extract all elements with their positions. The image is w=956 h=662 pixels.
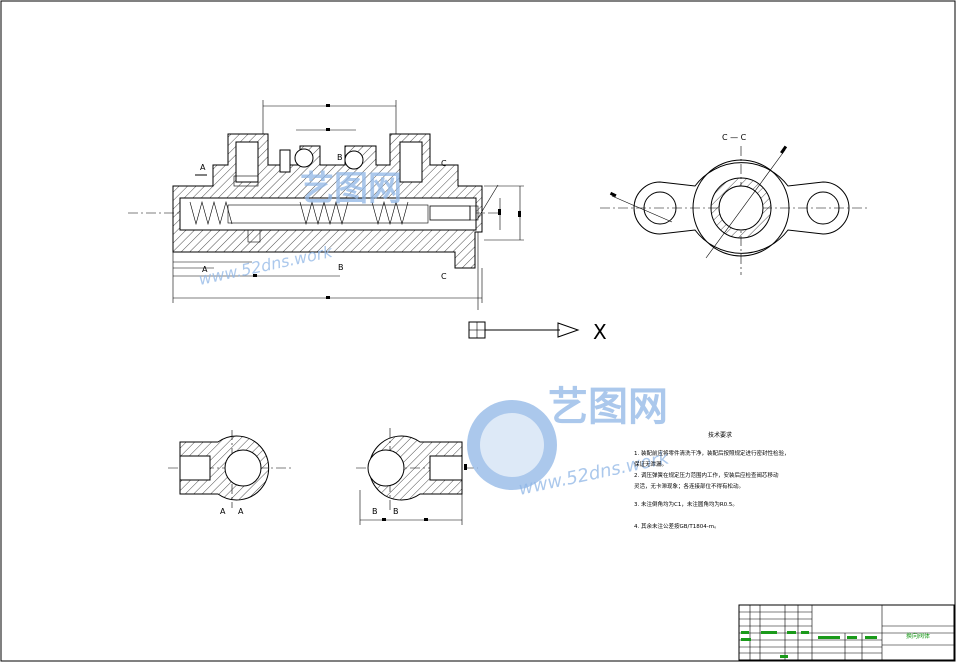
section-AA-label-2: A xyxy=(238,507,244,516)
drawing-name: 换向阀体 xyxy=(906,632,930,640)
section-A-label-bottom: A xyxy=(202,265,208,274)
watermark-brand-top: 艺图网 xyxy=(300,169,402,209)
watermark-brand: 艺图网 xyxy=(548,384,668,430)
tech-notes-title: 技术要求 xyxy=(708,431,732,439)
technical-notes: 技术要求 1. 装配前应将零件清洗干净，装配后按照规定进行密封性检验， 保证无泄… xyxy=(634,431,790,530)
tech-note-line-1: 1. 装配前应将零件清洗干净，装配后按照规定进行密封性检验， xyxy=(634,449,790,457)
section-BB-label-2: B xyxy=(393,507,399,516)
section-BB-view: B B xyxy=(356,428,478,525)
section-C-label-top: C xyxy=(441,159,447,168)
section-BB-label: B xyxy=(372,507,378,516)
section-B-label-top: B xyxy=(337,153,343,162)
watermark-globe-icon xyxy=(467,400,557,490)
tech-note-line-5: 3. 未注倒角均为C1，未注圆角均为R0.5。 xyxy=(634,500,738,508)
axis-X-label: X xyxy=(593,320,607,344)
section-C-label-bottom: C xyxy=(441,272,447,281)
section-CC-view: C — C xyxy=(600,133,870,275)
section-AA-label: A xyxy=(220,507,226,516)
section-A-label-top: A xyxy=(200,163,206,172)
tech-note-line-4: 灵活，无卡滞现象；各连接部位不得有松动。 xyxy=(634,482,744,490)
main-section-view: A A B B C C xyxy=(128,100,524,310)
tech-note-line-3: 2. 调压弹簧在规定压力范围内工作，安装后应检查阀芯移动 xyxy=(634,471,779,479)
view-direction-arrow: X xyxy=(468,320,607,344)
tech-note-line-2: 保证无泄漏。 xyxy=(634,460,667,468)
title-block: 换向阀体 xyxy=(738,604,955,661)
section-AA-view: A A xyxy=(168,430,292,516)
tech-note-line-6: 4. 其余未注公差按GB/T1804-m。 xyxy=(634,522,720,530)
section-B-label-bottom: B xyxy=(338,263,344,272)
section-CC-label: C — C xyxy=(722,133,747,142)
